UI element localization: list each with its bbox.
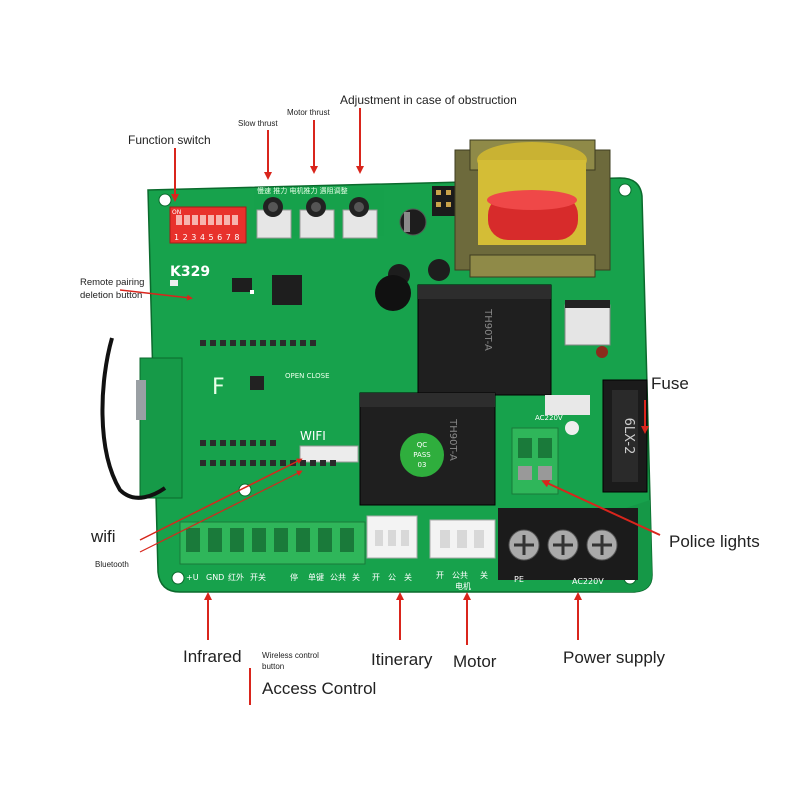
label-bluetooth: Bluetooth xyxy=(95,560,129,569)
label-wireless-line1: Wireless control xyxy=(262,651,319,660)
relay-bottom: TH90T-A QC PASS 03 xyxy=(359,392,496,506)
silk-it-open: 开 xyxy=(372,573,380,582)
label-access-control: Access Control xyxy=(262,679,377,698)
relay-top-model: TH90T-A xyxy=(482,308,493,351)
antenna-module xyxy=(139,357,183,499)
access-control-terminal xyxy=(179,521,366,565)
silk-m-common: 公共 xyxy=(452,571,468,580)
antenna-wire xyxy=(100,337,167,500)
power-terminal xyxy=(498,508,638,580)
silk-stop: 停 xyxy=(290,572,298,582)
fuse-holder: 6LX-2 xyxy=(602,379,648,493)
silk-m-open: 开 xyxy=(436,571,444,580)
label-remote-pairing-line2: deletion button xyxy=(80,290,143,301)
potentiometers: 慢速 推力 电机推力 遇阻调整 xyxy=(254,186,384,239)
wifi-silk-text: WIFI xyxy=(300,429,326,443)
buzzer xyxy=(375,275,411,311)
silk-single: 单键 xyxy=(308,572,324,582)
label-infrared: Infrared xyxy=(183,647,242,666)
capacitor xyxy=(399,208,427,236)
silk-m-close: 关 xyxy=(480,570,488,580)
qc-text-1: QC xyxy=(417,441,428,449)
silk-gnd: GND xyxy=(206,573,224,582)
microcontroller xyxy=(272,275,302,305)
label-itinerary: Itinerary xyxy=(371,650,433,669)
silk-pe: PE xyxy=(514,575,524,584)
qc-text-2: PASS xyxy=(413,451,431,459)
police-light-terminal xyxy=(511,427,559,495)
label-motor-thrust: Motor thrust xyxy=(287,108,330,117)
silk-ac: AC220V xyxy=(572,577,604,586)
label-police-lights: Police lights xyxy=(669,532,760,551)
transformer xyxy=(454,139,611,278)
label-wifi: wifi xyxy=(91,527,116,546)
label-remote-pairing: Remote pairing deletion button xyxy=(80,276,144,302)
silk-u: +U xyxy=(186,573,199,582)
silk-motor: 电机 xyxy=(455,581,471,591)
silk-switch: 开关 xyxy=(250,572,266,582)
qc-sticker xyxy=(400,433,444,477)
label-function-switch: Function switch xyxy=(128,133,211,147)
model-text: K329 xyxy=(170,264,210,280)
led-ac-text: AC220V xyxy=(535,414,563,422)
f-silk-text: F xyxy=(212,375,225,400)
annotation-arrows xyxy=(119,108,661,705)
silk-it-close: 关 xyxy=(404,572,412,582)
label-fuse: Fuse xyxy=(651,374,689,393)
dip-numbers-text: 1 2 3 4 5 6 7 8 xyxy=(174,233,240,242)
label-remote-pairing-line1: Remote pairing xyxy=(80,277,145,288)
label-adjustment: Adjustment in case of obstruction xyxy=(340,93,517,107)
label-power-supply: Power supply xyxy=(563,648,666,667)
silk-infrared: 红外 xyxy=(228,572,244,582)
relay-bottom-model: TH90T-A xyxy=(447,418,458,461)
pot-silk-text: 慢速 推力 电机推力 遇阻调整 xyxy=(257,186,348,195)
label-slow-thrust: Slow thrust xyxy=(238,119,278,128)
open-close-text: OPEN CLOSE xyxy=(285,372,330,380)
label-wireless-line2: button xyxy=(262,662,285,671)
dip-on-text: ON xyxy=(172,209,181,216)
label-wireless-control: Wireless control button xyxy=(262,650,319,672)
silk-it-common: 公 xyxy=(388,573,396,582)
qc-text-3: 03 xyxy=(418,461,427,469)
silk-common: 公共 xyxy=(330,573,346,582)
fuse-text: 6LX-2 xyxy=(621,418,636,455)
silk-close: 关 xyxy=(352,572,360,582)
dip-switch: ON 1 2 3 4 5 6 7 8 xyxy=(169,206,247,244)
relay-top: TH90T-A xyxy=(417,284,552,396)
label-motor: Motor xyxy=(453,652,497,671)
